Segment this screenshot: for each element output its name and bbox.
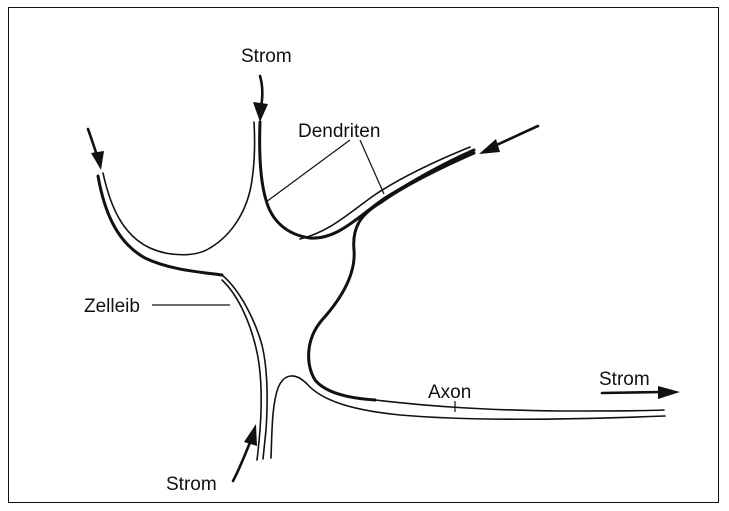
arrow-left-head xyxy=(91,151,104,170)
arrow-axon-shaft xyxy=(602,392,662,393)
leader-dendriten-right xyxy=(360,140,384,194)
dendrite-left-inner xyxy=(98,176,222,275)
label-strom-top: Strom xyxy=(241,46,292,67)
dendrite-left-outer xyxy=(103,122,255,255)
arrow-top-head xyxy=(253,102,268,122)
label-strom-bottom: Strom xyxy=(166,474,217,495)
label-axon: Axon xyxy=(428,382,471,403)
arrow-axon-head xyxy=(658,386,680,399)
arrow-bottom-shaft xyxy=(233,440,251,481)
label-strom-right: Strom xyxy=(599,369,650,390)
label-dendriten: Dendriten xyxy=(298,121,380,142)
arrow-right-dendrite-head xyxy=(479,139,500,154)
arrow-bottom-head xyxy=(244,424,257,446)
leader-dendriten-left xyxy=(266,140,350,202)
axon-upper-contour xyxy=(375,400,664,411)
arrow-right-dendrite-shaft xyxy=(494,126,538,146)
dendrite-right-lower xyxy=(309,153,474,400)
dendrite-right-upper xyxy=(300,147,470,239)
label-zelleib: Zelleib xyxy=(84,296,140,317)
